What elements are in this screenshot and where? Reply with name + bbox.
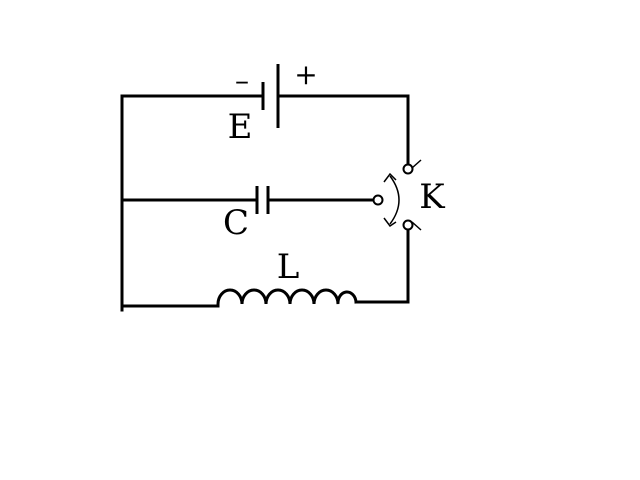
switch-pivot-terminal: [372, 194, 384, 206]
switch-lower-terminal: [402, 219, 414, 231]
inductor-branch: L: [120, 247, 410, 308]
switch-arrow-up-icon: [383, 172, 397, 183]
switch-blade-upper: [411, 159, 422, 169]
battery-minus-sign: –: [235, 64, 249, 97]
inductor-coil: [216, 288, 358, 306]
capacitor-label: C: [223, 203, 249, 243]
capacitor-branch: C: [120, 186, 375, 243]
switch-blade-lower: [411, 221, 422, 231]
switch-swing-arc: [389, 175, 400, 225]
battery-branch: – + E: [120, 58, 410, 147]
switch-label: K: [419, 177, 445, 217]
battery-plus-sign: +: [294, 58, 317, 91]
inductor-label: L: [277, 247, 300, 287]
switch-arrow-down-icon: [383, 217, 397, 228]
switch-k: K: [372, 159, 445, 231]
switch-upper-terminal: [402, 163, 414, 175]
battery-label: E: [228, 107, 253, 147]
